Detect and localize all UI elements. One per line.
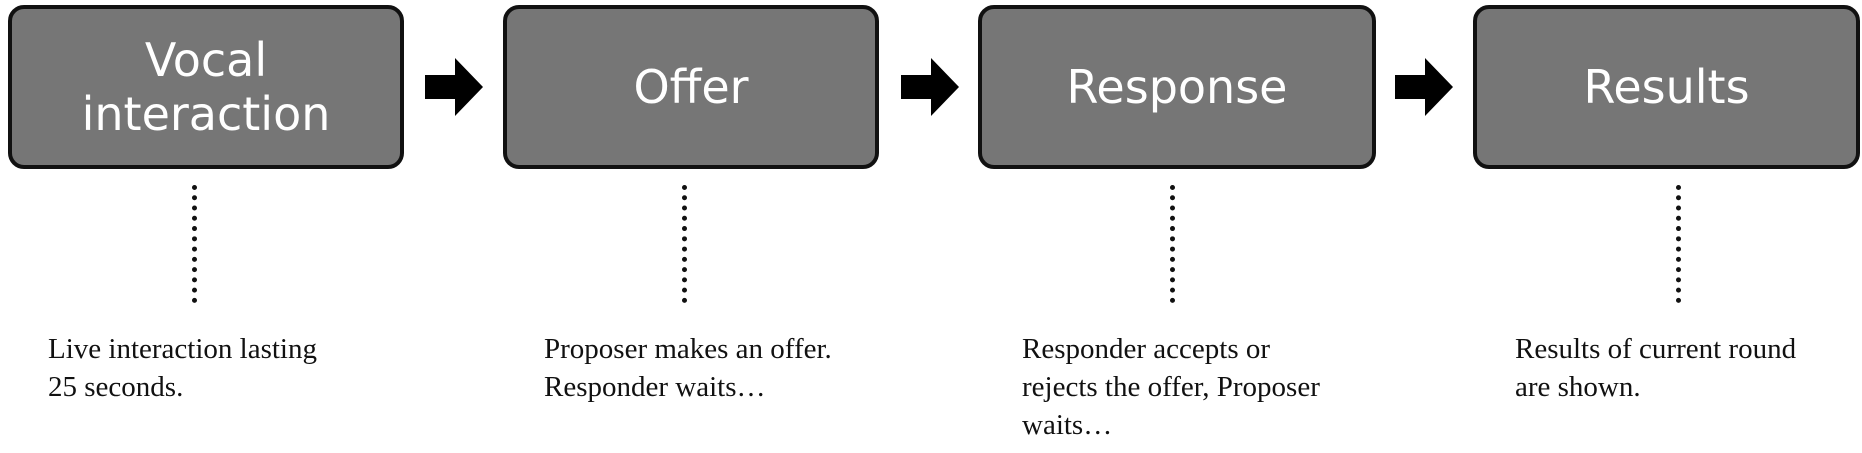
- caption-line: Responder accepts or: [1022, 333, 1271, 365]
- caption-line: Live interaction lasting: [48, 333, 317, 365]
- caption-line: waits…: [1022, 409, 1113, 441]
- stage-box-response: Response: [978, 5, 1376, 169]
- caption-line: rejects the offer, Proposer: [1022, 371, 1320, 403]
- stage-caption-response: Responder accepts or rejects the offer, …: [1022, 330, 1422, 444]
- stage-caption-results: Results of current round are shown.: [1515, 330, 1862, 406]
- caption-line: Responder waits…: [544, 371, 766, 403]
- dotted-connector: [1170, 185, 1175, 303]
- right-arrow-icon: [425, 58, 483, 116]
- stage-caption-offer: Proposer makes an offer. Responder waits…: [544, 330, 944, 406]
- right-arrow-icon: [1395, 58, 1453, 116]
- stage-caption-vocal-interaction: Live interaction lasting 25 seconds.: [48, 330, 448, 406]
- caption-line: 25 seconds.: [48, 371, 184, 403]
- dotted-connector: [1676, 185, 1681, 303]
- dotted-connector: [192, 185, 197, 303]
- dotted-connector: [682, 185, 687, 303]
- caption-line: Proposer makes an offer.: [544, 333, 832, 365]
- stage-box-offer: Offer: [503, 5, 879, 169]
- caption-line: Results of current round: [1515, 333, 1797, 365]
- stage-box-vocal-interaction: Vocal interaction: [8, 5, 404, 169]
- stage-box-results: Results: [1473, 5, 1860, 169]
- caption-line: are shown.: [1515, 371, 1641, 403]
- right-arrow-icon: [901, 58, 959, 116]
